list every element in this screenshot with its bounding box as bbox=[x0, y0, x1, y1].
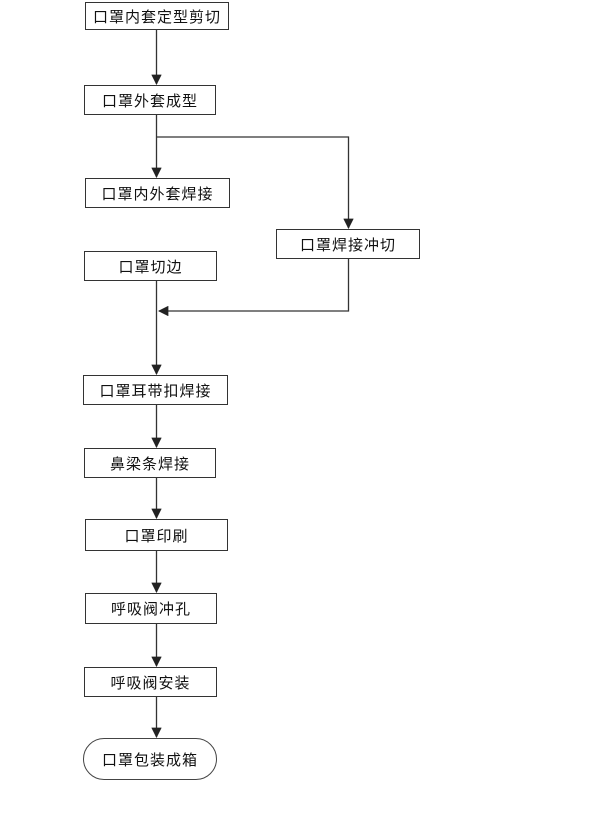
flow-node-ear-strap-buckle-welding: 口罩耳带扣焊接 bbox=[83, 375, 228, 405]
flow-node-inner-outer-welding: 口罩内外套焊接 bbox=[85, 178, 230, 208]
flow-node-breath-valve-installation: 呼吸阀安装 bbox=[84, 667, 217, 697]
connector-branch-to-weld-punch bbox=[156, 136, 354, 230]
flow-node-packing-into-boxes: 口罩包装成箱 bbox=[83, 738, 217, 780]
connector-weld-punch-merge bbox=[157, 259, 350, 317]
flow-node-weld-punch-cutting: 口罩焊接冲切 bbox=[276, 229, 420, 259]
flow-node-mask-printing: 口罩印刷 bbox=[85, 519, 228, 551]
flow-node-nose-bridge-welding: 鼻梁条焊接 bbox=[84, 448, 216, 478]
flow-node-breath-valve-punching: 呼吸阀冲孔 bbox=[85, 593, 217, 624]
flow-node-inner-liner-shaping-cut: 口罩内套定型剪切 bbox=[85, 2, 229, 30]
flow-node-edge-trimming: 口罩切边 bbox=[84, 251, 217, 281]
flow-node-outer-shell-forming: 口罩外套成型 bbox=[84, 85, 216, 115]
